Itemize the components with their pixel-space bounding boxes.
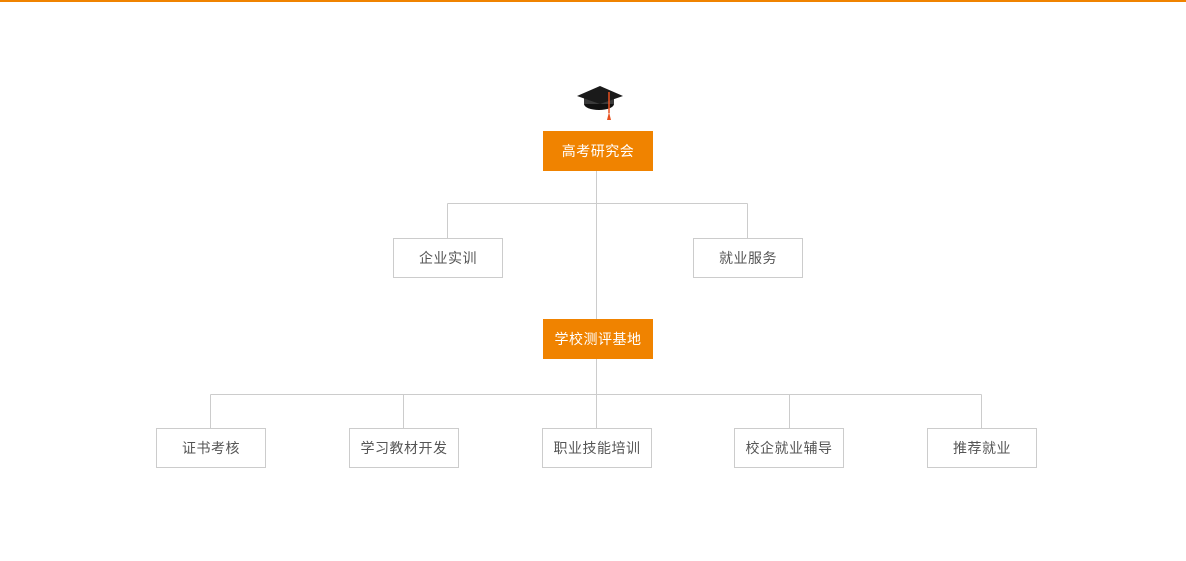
level2-node-textbook-development: 学习教材开发 <box>349 428 459 468</box>
level1-node-corporate-training: 企业实训 <box>393 238 503 278</box>
hub-node-label: 学校测评基地 <box>554 332 642 348</box>
hub-node: 学校测评基地 <box>543 319 653 359</box>
top-accent-bar <box>0 0 1186 2</box>
level1-node-label: 企业实训 <box>419 251 477 267</box>
root-node-label: 高考研究会 <box>561 144 635 160</box>
level2-node-label: 校企就业辅导 <box>745 441 833 457</box>
level1-node-label: 就业服务 <box>719 251 777 267</box>
level2-node-label: 职业技能培训 <box>553 441 641 457</box>
level2-node-label: 学习教材开发 <box>360 441 448 457</box>
graduation-cap-icon <box>577 86 623 120</box>
level2-node-label: 推荐就业 <box>953 441 1011 457</box>
level2-node-employment-guidance: 校企就业辅导 <box>734 428 844 468</box>
level2-node-certificate-exam: 证书考核 <box>156 428 266 468</box>
level2-node-label: 证书考核 <box>182 441 240 457</box>
level1-node-employment-service: 就业服务 <box>693 238 803 278</box>
level2-node-job-recommendation: 推荐就业 <box>927 428 1037 468</box>
root-node: 高考研究会 <box>543 131 653 171</box>
level2-node-vocational-training: 职业技能培训 <box>542 428 652 468</box>
